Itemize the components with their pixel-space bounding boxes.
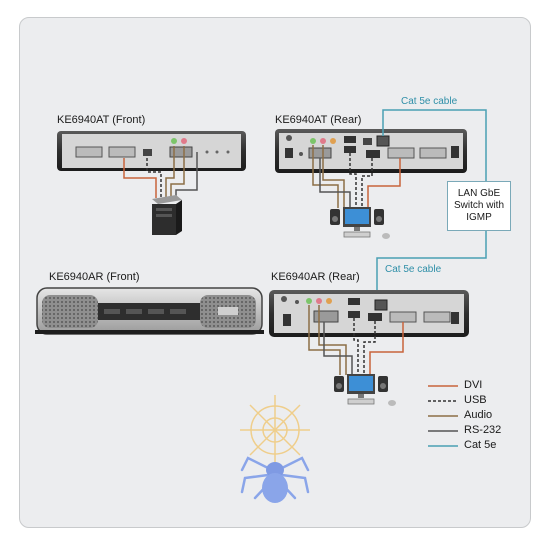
receiver-rear-label: KE6940AR (Rear) xyxy=(271,271,360,283)
transmitter-rear-label: KE6940AT (Rear) xyxy=(275,114,362,126)
receiver-front-label: KE6940AR (Front) xyxy=(49,271,140,283)
legend-lines xyxy=(428,385,458,447)
legend-label-usb: USB xyxy=(464,394,487,406)
legend-label-dvi: DVI xyxy=(464,379,483,391)
transmitter-rear-unit xyxy=(275,129,467,173)
monitor-station-icon xyxy=(334,374,396,406)
legend-label-audio: Audio xyxy=(464,409,493,421)
lan-switch-box: LAN GbE Switch with IGMP xyxy=(447,181,511,231)
transmitter-rear-cables xyxy=(312,145,401,208)
cat5e-cable-label-top: Cat 5e cable xyxy=(401,96,458,107)
cat5e-cable-label-bottom: Cat 5e cable xyxy=(385,264,442,275)
transmitter-front-label: KE6940AT (Front) xyxy=(57,114,146,126)
transmitter-front-cables xyxy=(123,146,198,198)
computer-tower-icon xyxy=(152,195,182,235)
receiver-front-unit xyxy=(35,287,264,335)
switch-line-2: Switch with xyxy=(453,200,504,211)
legend-label-cat5e: Cat 5e xyxy=(464,439,497,451)
transmitter-front-unit xyxy=(57,131,246,171)
switch-line-1: LAN GbE xyxy=(457,188,501,199)
cat5e-network-cables xyxy=(376,109,487,290)
receiver-rear-cables xyxy=(308,305,404,375)
receiver-rear-unit xyxy=(269,290,469,337)
monitor-station-icon xyxy=(330,207,390,239)
spider-watermark-icon xyxy=(240,395,310,503)
switch-line-3: IGMP xyxy=(466,212,492,223)
legend-label-rs232: RS-232 xyxy=(464,424,502,436)
